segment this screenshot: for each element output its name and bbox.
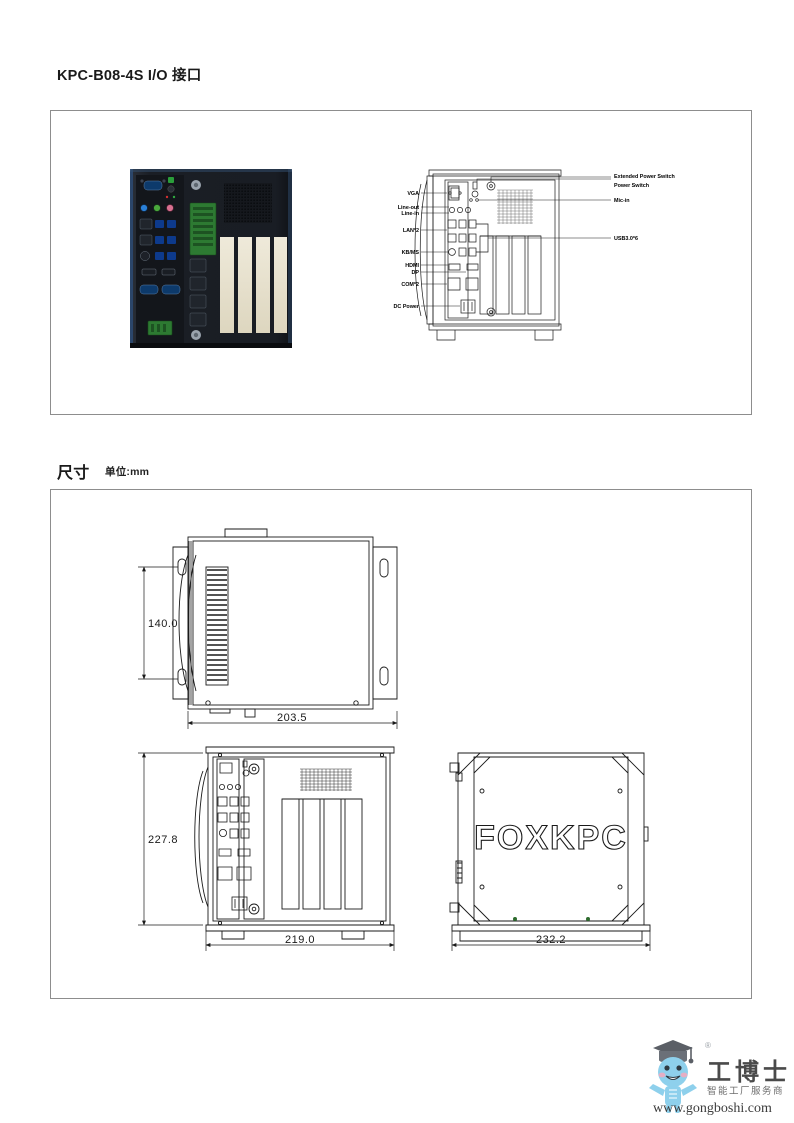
dimension-value-front-width: 219.0 xyxy=(285,934,315,946)
dimension-drawings-graphic: 140.0 203.5 xyxy=(138,528,651,951)
callout-label-power-switch: Power Switch xyxy=(614,183,649,189)
callout-label-hdmi: HDMI xyxy=(405,263,419,269)
callout-label-com: COM*2 xyxy=(401,282,419,288)
callout-label-line-out: Line-out xyxy=(398,205,419,211)
dimension-unit-label: 单位:mm xyxy=(105,466,150,478)
product-photo-graphic xyxy=(130,169,292,348)
gongboshi-watermark: ® 工博士 智能工厂服务商 www.gongboshi.com xyxy=(645,1032,791,1118)
product-photo xyxy=(112,163,308,359)
watermark-brand-cn: 工博士 xyxy=(707,1058,791,1086)
dimension-value-front-height: 227.8 xyxy=(148,834,178,846)
callout-label-dp: DP xyxy=(412,270,420,276)
callout-label-usb: USB3.0*6 xyxy=(614,236,638,242)
gongboshi-watermark-graphic: ® 工博士 智能工厂服务商 www.gongboshi.com xyxy=(649,1040,791,1116)
io-callout-diagram: VGA Line-out Line-in LAN*2 KB/MS HDMI DP… xyxy=(385,160,725,365)
watermark-tagline-cn: 智能工厂服务商 xyxy=(707,1085,784,1097)
callout-label-extended-power-switch: Extended Power Switch xyxy=(614,174,675,180)
side-view-brand-text: FOXKPC xyxy=(474,819,628,857)
dimension-panel xyxy=(50,489,752,999)
dimension-section-title: 尺寸 xyxy=(57,465,90,482)
mascot-icon xyxy=(649,1040,697,1113)
callout-label-vga: VGA xyxy=(407,191,419,197)
callout-label-dc-power: DC Power xyxy=(394,304,420,310)
io-callout-graphic: VGA Line-out Line-in LAN*2 KB/MS HDMI DP… xyxy=(394,169,675,341)
registered-mark-icon: ® xyxy=(705,1041,711,1050)
dimension-value-side-width: 232.2 xyxy=(536,934,566,946)
dimension-drawings: 140.0 203.5 xyxy=(60,505,742,975)
dimension-value-top-height: 140.0 xyxy=(148,618,178,630)
dimension-value-top-width: 203.5 xyxy=(277,712,307,724)
callout-label-lan: LAN*2 xyxy=(403,228,419,234)
callout-label-line-in: Line-in xyxy=(401,211,419,217)
watermark-website: www.gongboshi.com xyxy=(653,1101,772,1116)
callout-label-kbms: KB/MS xyxy=(402,250,420,256)
page-title: KPC-B08-4S I/O 接口 xyxy=(57,68,202,84)
callout-label-mic-in: Mic-in xyxy=(614,198,630,204)
